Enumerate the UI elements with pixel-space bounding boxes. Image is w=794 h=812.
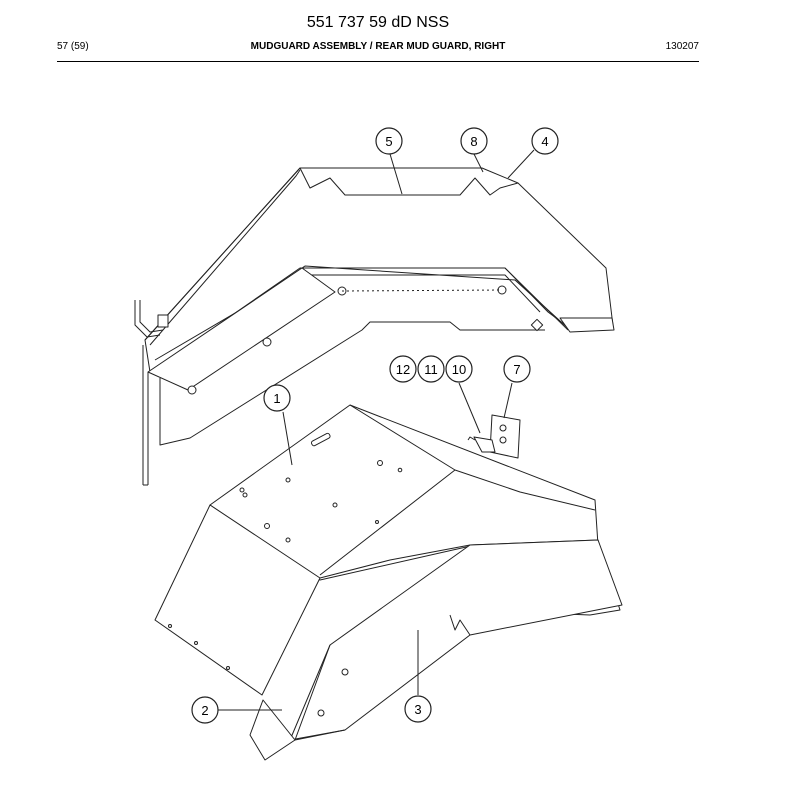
fastener-holes-upper [187,285,544,395]
callout-11: 11 [417,355,445,383]
callout-3: 3 [404,695,432,723]
callout-12: 12 [389,355,417,383]
callout-5-label: 5 [385,134,392,149]
callout-8: 8 [460,127,488,155]
header-divider [57,61,699,62]
callout-2-label: 2 [201,703,208,718]
callout-8-label: 8 [470,134,477,149]
callout-3-label: 3 [414,702,421,717]
part-lower-rail [250,540,622,760]
document-number: 551 737 59 dD NSS [306,14,450,31]
callout-2: 2 [191,696,219,724]
section-title: MUDGUARD ASSEMBLY / REAR MUD GUARD, RIGH… [250,41,506,52]
callout-10: 10 [445,355,473,383]
callout-4-label: 4 [541,134,548,149]
callout-12-label: 12 [396,362,410,377]
callout-11-label: 11 [424,362,438,377]
leader-lines [218,150,534,710]
callout-7: 7 [503,355,531,383]
date-code: 130207 [665,41,699,52]
callouts: 5 8 4 12 11 10 7 1 [191,127,559,724]
page-header: 57 (59) MUDGUARD ASSEMBLY / REAR MUD GUA… [57,41,699,55]
callout-7-label: 7 [513,362,520,377]
callout-4: 4 [531,127,559,155]
part-upper-guard [135,168,614,485]
callout-5: 5 [375,127,403,155]
callout-1: 1 [263,384,291,412]
callout-1-label: 1 [273,391,280,406]
part-bracket [468,415,520,458]
page-number: 57 (59) [57,41,89,52]
callout-10-label: 10 [452,362,466,377]
